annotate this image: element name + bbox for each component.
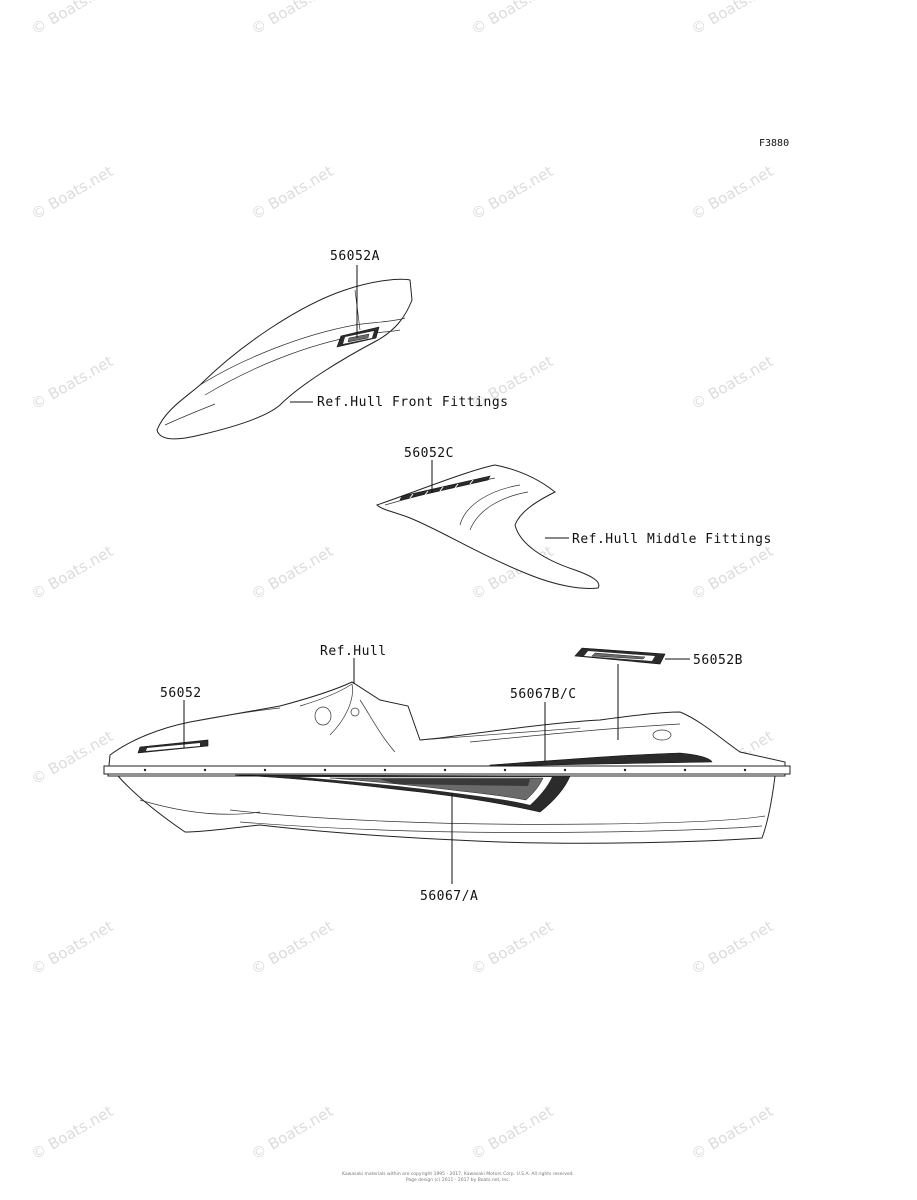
watermark: © Boats.net <box>28 727 116 788</box>
copyright-line: Kawasaki materials within are copyright … <box>342 1171 574 1177</box>
watermark: © Boats.net <box>468 0 556 38</box>
jetski-logo-decal <box>336 326 380 348</box>
watermark: © Boats.net <box>248 1102 336 1163</box>
copyright-line: Page design (c) 2011 - 2017 by Boats.net… <box>406 1177 510 1183</box>
callout-ref-hull-front-fittings: Ref.Hull Front Fittings <box>317 395 509 410</box>
callout-56067-A: 56067/A <box>420 889 478 904</box>
watermark: © Boats.net <box>28 0 116 38</box>
watermark: © Boats.net <box>468 1102 556 1163</box>
rub-rail <box>103 765 791 775</box>
separate-name-decal <box>574 647 690 740</box>
stripe-decal <box>399 475 491 501</box>
watermark: © Boats.net <box>468 917 556 978</box>
callout-56052B: 56052B <box>693 653 743 668</box>
front-hood-part <box>156 265 413 440</box>
watermark: © Boats.net <box>28 542 116 603</box>
watermark: © Boats.net <box>28 352 116 413</box>
watermark-layer: © Boats.net © Boats.net © Boats.net © Bo… <box>28 0 776 1163</box>
callout-ref-hull-middle-fittings: Ref.Hull Middle Fittings <box>572 532 772 547</box>
watermark: © Boats.net <box>468 162 556 223</box>
watermark: © Boats.net <box>248 0 336 38</box>
front-name-decal <box>137 739 209 754</box>
watermark: © Boats.net <box>28 917 116 978</box>
upper-side-decal <box>489 752 713 767</box>
callout-56052A: 56052A <box>330 249 380 264</box>
watermark: © Boats.net <box>248 162 336 223</box>
watermark: © Boats.net <box>688 352 776 413</box>
watermark: © Boats.net <box>688 162 776 223</box>
callout-56052C: 56052C <box>404 446 454 461</box>
watermark: © Boats.net <box>28 1102 116 1163</box>
side-graphic-decal <box>234 774 571 813</box>
callout-56052: 56052 <box>160 686 202 701</box>
middle-panel-part <box>376 460 600 589</box>
watermark: © Boats.net <box>248 917 336 978</box>
watermark: © Boats.net <box>28 162 116 223</box>
watermark: © Boats.net <box>688 542 776 603</box>
callout-56067B-C: 56067B/C <box>510 687 577 702</box>
hull-part <box>103 681 791 844</box>
watermark: © Boats.net <box>688 917 776 978</box>
figure-code: F3880 <box>759 138 789 149</box>
watermark: © Boats.net <box>688 0 776 38</box>
callout-ref-hull: Ref.Hull <box>320 644 387 659</box>
watermark: © Boats.net <box>248 542 336 603</box>
watermark: © Boats.net <box>688 1102 776 1163</box>
